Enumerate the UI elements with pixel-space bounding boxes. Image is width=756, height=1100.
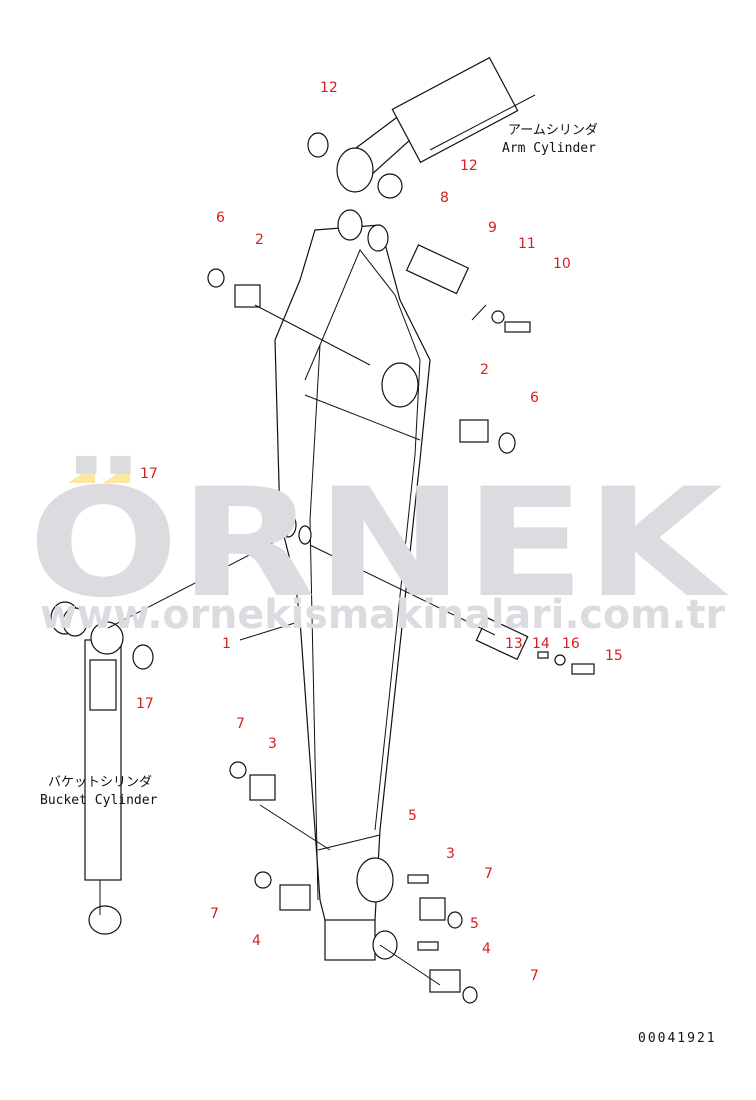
bucket-cylinder-label-jp: バケットシリンダ (48, 775, 152, 790)
watermark-url: www.ornekismakinalari.com.tr (40, 592, 725, 638)
callout: 4 (482, 941, 491, 957)
drawing-code: 00041921 (638, 1031, 717, 1046)
callout: 6 (216, 210, 225, 226)
callouts: 12 12 8 9 11 10 6 2 2 6 17 17 1 13 14 16… (136, 80, 623, 984)
arm-cylinder-label-jp: アームシリンダ (508, 123, 598, 138)
callout: 8 (440, 190, 449, 206)
watermark-brand: ÖRNEK (28, 455, 729, 631)
callout: 13 (505, 636, 523, 652)
callout: 14 (532, 636, 550, 652)
callout: 1 (222, 636, 231, 652)
callout: 10 (553, 256, 571, 272)
small-parts (50, 132, 595, 1004)
watermark-accent (103, 465, 130, 483)
arm-cylinder (336, 56, 536, 193)
callout: 17 (140, 466, 158, 482)
callout: 3 (446, 846, 455, 862)
callout: 7 (236, 716, 245, 732)
callout: 17 (136, 696, 154, 712)
watermark-accent (68, 465, 95, 483)
callout: 5 (470, 916, 479, 932)
callout: 2 (255, 232, 264, 248)
callout: 12 (320, 80, 338, 96)
callout: 11 (518, 236, 536, 252)
callout: 5 (408, 808, 417, 824)
callout: 7 (530, 968, 539, 984)
callout: 9 (488, 220, 497, 236)
arm-cylinder-label: Arm Cylinder (502, 141, 596, 156)
bucket-cylinder (84, 621, 124, 935)
callout: 7 (484, 866, 493, 882)
arm (274, 209, 431, 961)
callout: 12 (460, 158, 478, 174)
callout: 2 (480, 362, 489, 378)
callout: 3 (268, 736, 277, 752)
callout: 7 (210, 906, 219, 922)
callout: 16 (562, 636, 580, 652)
callout: 6 (530, 390, 539, 406)
callout: 15 (605, 648, 623, 664)
callout: 4 (252, 933, 261, 949)
bucket-cylinder-label: Bucket Cylinder (40, 793, 158, 808)
watermark: ÖRNEK www.ornekismakinalari.com.tr (28, 455, 729, 638)
leader-lines (107, 304, 496, 986)
